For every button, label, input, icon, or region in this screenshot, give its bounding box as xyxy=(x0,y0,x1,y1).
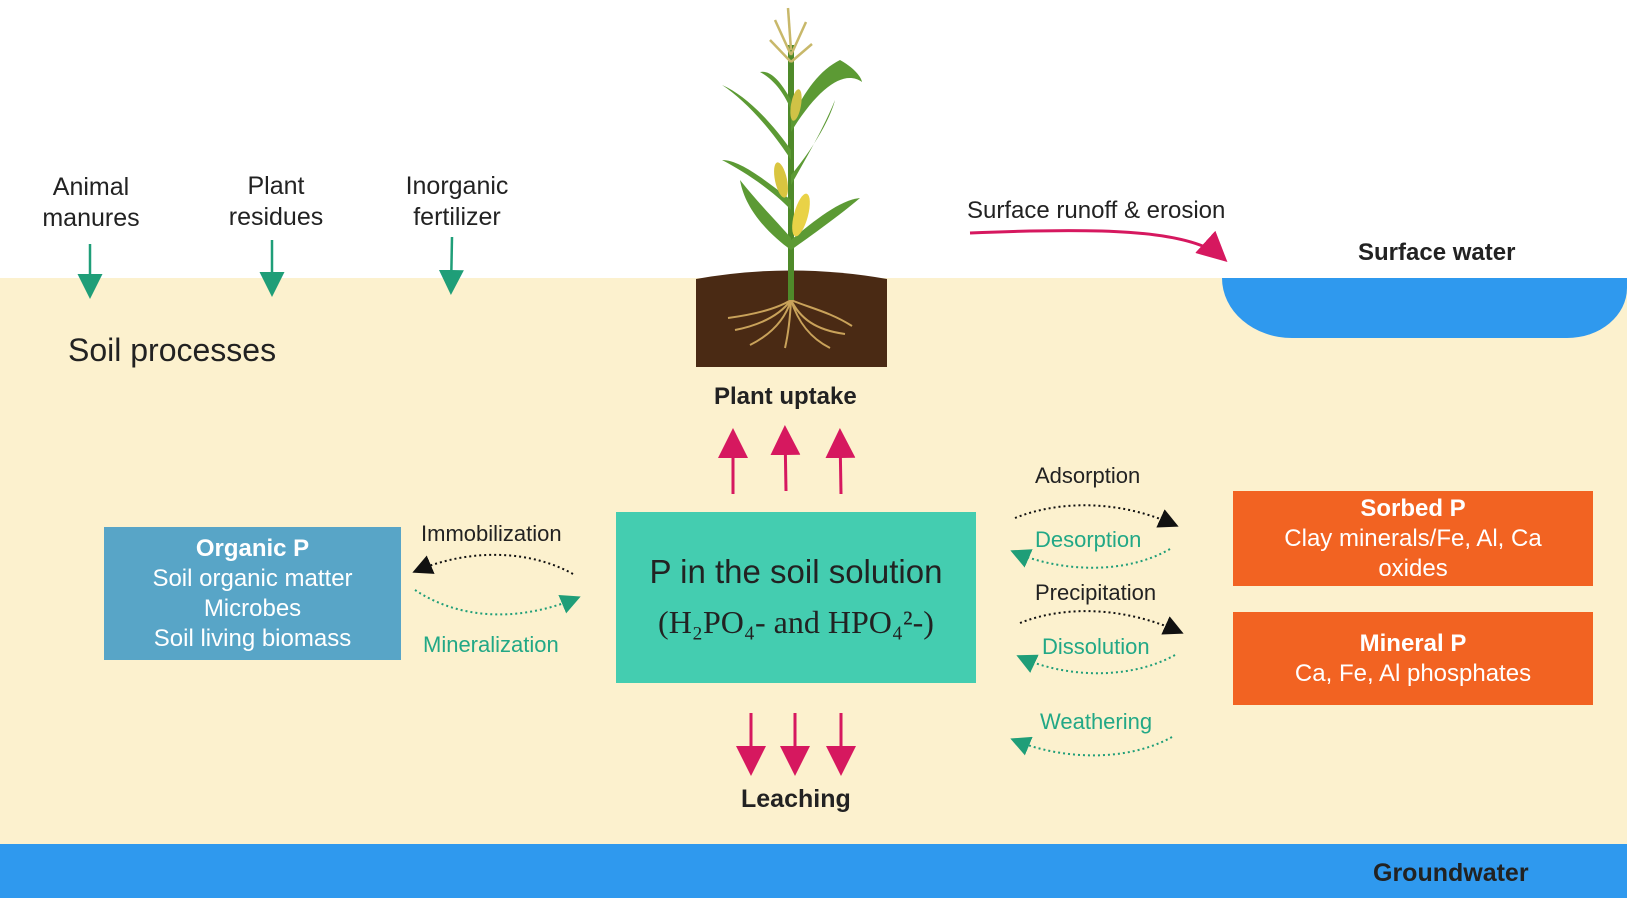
mineral-p-box: Mineral P Ca, Fe, Al phosphates xyxy=(1233,612,1593,705)
sorbed-p-title: Sorbed P xyxy=(1360,494,1466,522)
precipitation-label: Precipitation xyxy=(1035,580,1157,605)
uptake-arrows xyxy=(718,425,856,495)
dissolution-label: Dissolution xyxy=(1042,634,1150,659)
plant-icon xyxy=(696,7,887,367)
sorbed-p-box: Sorbed P Clay minerals/Fe, Al, Ca oxides xyxy=(1233,491,1593,586)
surface-water-pool xyxy=(1222,278,1627,338)
organic-p-line: Soil living biomass xyxy=(153,624,352,652)
immobilization-arrow xyxy=(412,553,574,575)
runoff-arrow xyxy=(969,229,1228,263)
adsorption-arrow xyxy=(1014,504,1179,528)
input-animal-manures: Animal manures xyxy=(6,172,176,234)
desorption-arrow xyxy=(1010,548,1171,569)
input-inorganic-fertilizer-line1: Inorganic xyxy=(405,172,509,200)
input-animal-manures-line2: manures xyxy=(42,204,140,232)
leaching-arrows xyxy=(736,713,856,776)
input-plant-residues-line2: residues xyxy=(228,203,324,231)
plant-uptake-label: Plant uptake xyxy=(714,383,857,410)
weathering-arrow xyxy=(1010,736,1173,757)
mineralization-arrow xyxy=(414,589,581,616)
organic-p-line: Microbes xyxy=(203,594,302,622)
sorbed-p-line2: oxides xyxy=(1378,554,1448,582)
precipitation-arrow xyxy=(1019,610,1184,635)
sorbed-p-line1: Clay minerals/Fe, Al, Ca xyxy=(1284,524,1542,552)
soil-processes-label: Soil processes xyxy=(68,332,277,368)
soil-solution-formula: (H₂PO₄- and HPO₄²-) xyxy=(658,603,934,640)
desorption-label: Desorption xyxy=(1035,527,1142,552)
surface-water-label: Surface water xyxy=(1358,239,1516,266)
mineral-p-title: Mineral P xyxy=(1359,629,1467,657)
groundwater-label: Groundwater xyxy=(1373,859,1529,887)
organic-p-line: Soil organic matter xyxy=(152,564,353,592)
mineral-p-line1: Ca, Fe, Al phosphates xyxy=(1294,659,1532,687)
groundwater-layer xyxy=(0,844,1627,898)
immobilization-label: Immobilization xyxy=(421,521,562,546)
leaching-label: Leaching xyxy=(741,785,851,813)
soil-solution-title: P in the soil solution xyxy=(649,552,943,590)
adsorption-label: Adsorption xyxy=(1035,463,1141,488)
surface-runoff-label: Surface runoff & erosion xyxy=(967,197,1226,224)
mineralization-label: Mineralization xyxy=(423,632,559,657)
input-inorganic-fertilizer-line2: fertilizer xyxy=(413,203,501,231)
organic-p-box: Organic P Soil organic matter Microbes S… xyxy=(104,527,401,660)
weathering-label: Weathering xyxy=(1040,709,1153,734)
dissolution-arrow xyxy=(1016,654,1176,675)
input-inorganic-fertilizer: Inorganic fertilizer xyxy=(372,171,542,233)
soil-solution-box: P in the soil solution (H₂PO₄- and HPO₄²… xyxy=(616,512,976,683)
input-animal-manures-line1: Animal xyxy=(52,173,130,201)
input-arrows xyxy=(77,236,464,299)
input-plant-residues-line1: Plant xyxy=(247,172,305,200)
organic-p-title: Organic P xyxy=(195,534,310,562)
input-plant-residues: Plant residues xyxy=(191,171,361,233)
